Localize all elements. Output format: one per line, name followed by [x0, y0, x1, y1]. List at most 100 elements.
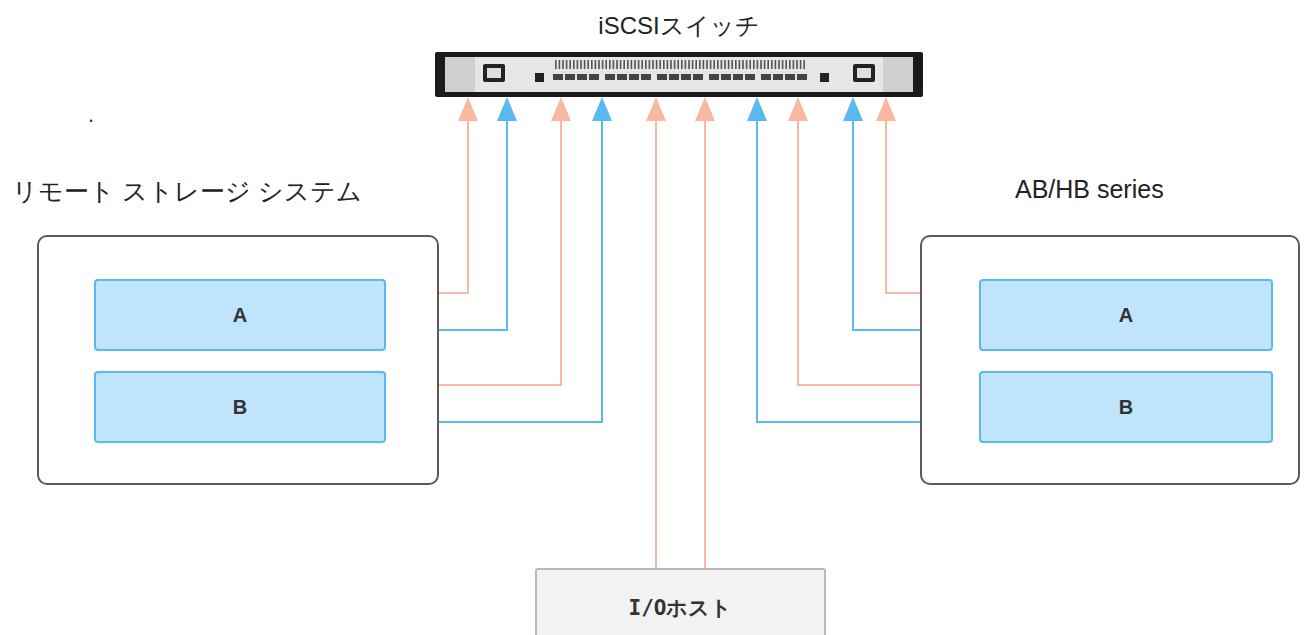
power-socket — [857, 68, 871, 78]
storage-system-box: リモート ストレージ システムAB — [37, 235, 439, 485]
power-socket — [487, 68, 501, 78]
network-port — [761, 74, 771, 80]
vent-slot — [584, 60, 586, 69]
vent-slot — [688, 60, 690, 69]
network-port — [629, 74, 639, 80]
network-port — [605, 74, 615, 80]
network-cable — [646, 97, 666, 568]
vent-slot — [659, 60, 661, 69]
network-port — [773, 74, 783, 80]
vent-slot — [717, 60, 719, 69]
network-port — [577, 74, 587, 80]
vent-slot — [663, 60, 665, 69]
vent-slot — [591, 60, 593, 69]
controller-label: B — [233, 396, 247, 419]
arrow-head — [646, 97, 666, 121]
vent-slot — [764, 60, 766, 69]
vent-slot — [703, 60, 705, 69]
vent-slot — [656, 60, 658, 69]
arrow-head — [747, 97, 767, 121]
vent-slot — [760, 60, 762, 69]
vent-slot — [803, 60, 805, 69]
vent-slot — [613, 60, 615, 69]
vent-slot — [699, 60, 701, 69]
network-port — [589, 74, 599, 80]
vent-slot — [789, 60, 791, 69]
vent-slot — [652, 60, 654, 69]
vent-slot — [695, 60, 697, 69]
controller-label: A — [233, 304, 247, 327]
arrow-head — [788, 97, 808, 121]
vent-slot — [634, 60, 636, 69]
vent-slot — [782, 60, 784, 69]
system-heading: AB/HB series — [1015, 175, 1164, 204]
network-port — [617, 74, 627, 80]
vent-slot — [595, 60, 597, 69]
vent-slot — [749, 60, 751, 69]
vent-row — [555, 60, 805, 69]
power-socket — [853, 64, 875, 82]
arrow-head — [551, 97, 571, 121]
vent-slot — [674, 60, 676, 69]
vent-slot — [605, 60, 607, 69]
port-row — [553, 74, 807, 80]
arrow-head — [876, 97, 896, 121]
switch-housing — [435, 52, 923, 97]
network-port — [745, 74, 755, 80]
vent-slot — [555, 60, 557, 69]
arrow-head — [592, 97, 612, 121]
vent-slot — [731, 60, 733, 69]
switch-ear — [445, 57, 475, 92]
vent-slot — [710, 60, 712, 69]
vent-slot — [742, 60, 744, 69]
host-label: I/Oホスト — [629, 594, 733, 622]
stray-mark: . — [88, 102, 94, 128]
vent-slot — [746, 60, 748, 69]
network-port — [565, 74, 575, 80]
network-port — [733, 74, 743, 80]
vent-slot — [559, 60, 561, 69]
controller-box: B — [979, 371, 1273, 443]
switch-ear — [883, 57, 913, 92]
vent-slot — [631, 60, 633, 69]
network-cable — [695, 97, 715, 568]
vent-slot — [580, 60, 582, 69]
vent-slot — [577, 60, 579, 69]
console-port — [535, 73, 544, 82]
power-socket — [483, 64, 505, 82]
vent-slot — [685, 60, 687, 69]
network-port — [669, 74, 679, 80]
host-box: I/Oホスト — [535, 568, 826, 635]
network-port — [797, 74, 807, 80]
vent-slot — [681, 60, 683, 69]
network-port — [657, 74, 667, 80]
network-port — [693, 74, 703, 80]
arrow-head — [497, 97, 517, 121]
vent-slot — [562, 60, 564, 69]
cable-line — [655, 119, 657, 568]
vent-slot — [638, 60, 640, 69]
network-port — [721, 74, 731, 80]
vent-slot — [739, 60, 741, 69]
switch-illustration — [435, 52, 923, 97]
vent-slot — [767, 60, 769, 69]
vent-slot — [609, 60, 611, 69]
vent-slot — [728, 60, 730, 69]
vent-slot — [569, 60, 571, 69]
controller-box: B — [94, 371, 386, 443]
vent-slot — [677, 60, 679, 69]
vent-slot — [598, 60, 600, 69]
network-port — [785, 74, 795, 80]
controller-label: A — [1119, 304, 1133, 327]
vent-slot — [713, 60, 715, 69]
vent-slot — [785, 60, 787, 69]
storage-system-box: AB/HB seriesAB — [920, 235, 1300, 485]
vent-slot — [706, 60, 708, 69]
vent-slot — [771, 60, 773, 69]
vent-slot — [616, 60, 618, 69]
vent-slot — [573, 60, 575, 69]
vent-slot — [796, 60, 798, 69]
vent-slot — [641, 60, 643, 69]
vent-slot — [757, 60, 759, 69]
vent-slot — [566, 60, 568, 69]
